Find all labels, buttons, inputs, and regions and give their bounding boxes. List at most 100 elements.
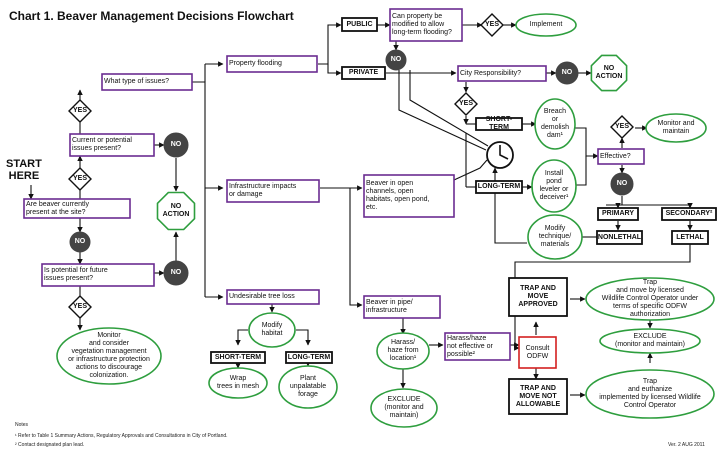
what-issues-label: What type of issues?: [104, 78, 169, 85]
lethal-box: [671, 230, 709, 245]
yes-effective-label: YES: [614, 123, 629, 130]
long-term-tree-label: LONG-TERM: [287, 353, 331, 361]
tree-loss-box: [226, 289, 320, 305]
beaver-open-box: [363, 174, 455, 218]
wrap-trees-oval: [208, 367, 268, 399]
yes-current-label: YES: [72, 175, 87, 182]
implement-oval: [515, 13, 577, 37]
no-future-circle: [163, 260, 189, 286]
infrastructure-box: [226, 179, 320, 203]
yes-implement-diamond: [480, 13, 504, 37]
tree-loss-label: Undesirable tree loss: [229, 293, 295, 300]
primary-label: PRIMARY: [601, 210, 635, 217]
secondary-box: [661, 207, 717, 221]
plant-forage-oval: [278, 365, 338, 409]
no-current-circle: [163, 132, 189, 158]
city-responsibility-box: [457, 65, 547, 82]
yes-what-label: YES: [72, 107, 87, 114]
pond-leveler-oval: [531, 159, 577, 213]
can-modify-box: [389, 8, 463, 42]
note-2: ² Contact designated plan lead.: [15, 442, 85, 448]
exclude-right-label: EXCLUDE(monitor and maintain): [614, 333, 686, 348]
no-property-circle: [385, 49, 407, 71]
monitor-maintain-oval: [645, 113, 707, 143]
private-label: PRIVATE: [348, 69, 379, 76]
beaver-pipe-box: [363, 295, 441, 319]
modify-technique-oval: [527, 214, 583, 260]
no-city-label: NO: [561, 69, 573, 76]
lethal-label: LETHAL: [676, 233, 704, 241]
trap-allowed-box: [508, 277, 568, 317]
implement-label: Implement: [529, 21, 563, 28]
connector-lines: [28, 22, 693, 398]
private-box: [341, 66, 386, 80]
consult-odfw-box: [518, 336, 557, 369]
what-issues-box: [101, 73, 193, 91]
start-here-label: START HERE: [6, 158, 42, 182]
property-flooding-box: [226, 55, 318, 73]
long-term-mid-label: LONG-TERM: [477, 183, 521, 190]
no-effective-circle: [610, 172, 634, 196]
yes-city-label: YES: [458, 100, 473, 107]
version-label: Ver. 2 AUG 2011: [668, 442, 705, 448]
no-effective-label: NO: [616, 180, 628, 187]
monitor-consider-oval: [56, 327, 162, 385]
harass-not-effective-box: [444, 332, 511, 361]
yes-effective-diamond: [610, 115, 634, 139]
chart-title: Chart 1. Beaver Management Decisions Flo…: [9, 9, 294, 23]
yes-city-diamond: [454, 92, 478, 116]
secondary-label: SECONDARY²: [665, 210, 713, 217]
yes-current-diamond: [68, 167, 92, 191]
nonlethal-box: [596, 230, 643, 245]
notes-heading: Notes: [15, 422, 29, 428]
public-label: PUBLIC: [346, 20, 373, 28]
public-box: [341, 17, 378, 32]
city-responsibility-label: City Responsibility?: [460, 69, 522, 77]
modify-habitat-oval: [248, 312, 296, 348]
breach-oval: [534, 98, 576, 150]
harass-oval: [376, 332, 430, 370]
exclude-right-oval: [599, 328, 701, 354]
exclude-bottom-oval: [370, 388, 438, 428]
no-current-label: NO: [170, 141, 182, 148]
short-term-tree-label: SHORT-TERM: [214, 353, 262, 361]
clock-hands-icon: [499, 145, 509, 160]
no-future-label: NO: [170, 269, 182, 276]
no-action-right-octagon: [590, 54, 628, 92]
property-flooding-label: Property flooding: [229, 60, 282, 67]
trap-not-allowed-box: [508, 378, 568, 415]
trap-move-oval: [585, 277, 715, 321]
short-term-mid-box: [475, 117, 523, 131]
nonlethal-label: NONLETHAL: [597, 233, 642, 241]
no-beaver-circle: [69, 231, 91, 253]
long-term-mid-box: [475, 180, 523, 194]
current-issues-box: [69, 133, 155, 157]
primary-box: [597, 207, 639, 221]
monitor-maintain-label: Monitor and maintain: [657, 120, 695, 135]
future-issues-box: [41, 263, 155, 287]
effective-label: Effective?: [600, 152, 631, 160]
no-beaver-label: NO: [74, 238, 86, 245]
no-property-label: NO: [390, 56, 402, 63]
trap-euthanize-oval: [585, 369, 715, 419]
beaver-present-box: [23, 198, 131, 219]
